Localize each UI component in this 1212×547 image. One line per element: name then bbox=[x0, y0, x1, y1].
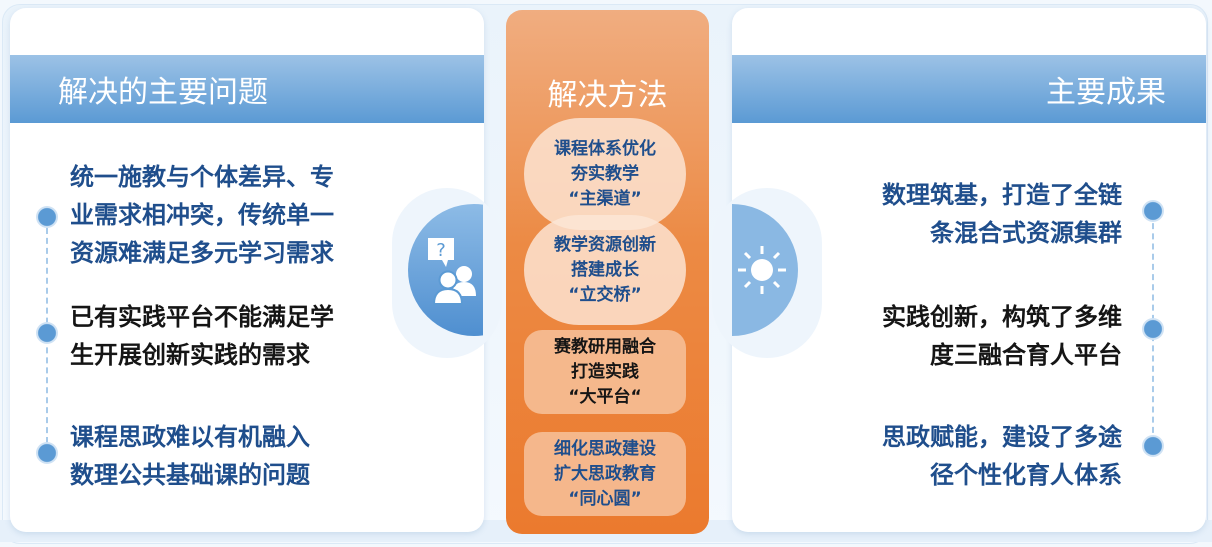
method-2-line-3: “立交桥” bbox=[568, 284, 642, 305]
methods-panel: 解决方法 课程体系优化 夯实教学 “主渠道” 教学资源创新 搭建成长 “立交桥”… bbox=[506, 10, 709, 534]
problem-1-line-1: 统一施教与个体差异、专 bbox=[70, 163, 334, 191]
method-1-line-3: “主渠道” bbox=[568, 188, 642, 209]
problem-item-1: 统一施教与个体差异、专 业需求相冲突，传统单一 资源难满足多元学习需求 bbox=[70, 158, 410, 272]
method-item-4: 细化思政建设 扩大思政教育 “同心圆” bbox=[524, 432, 686, 516]
problems-title: 解决的主要问题 bbox=[58, 75, 268, 110]
problem-item-3: 课程思政难以有机融入 数理公共基础课的问题 bbox=[70, 418, 410, 494]
problem-2-line-1: 已有实践平台不能满足学 bbox=[70, 303, 334, 331]
method-2-line-1: 教学资源创新 bbox=[554, 234, 656, 255]
problem-item-2: 已有实践平台不能满足学 生开展创新实践的需求 bbox=[70, 298, 410, 374]
method-item-3: 赛教研用融合 打造实践 “大平台“ bbox=[524, 330, 686, 414]
timeline-dot bbox=[36, 442, 58, 464]
results-title: 主要成果 bbox=[1046, 75, 1166, 110]
problems-badge: ? bbox=[408, 204, 483, 336]
problem-3-line-1: 课程思政难以有机融入 bbox=[70, 423, 310, 451]
result-1-line-2: 条混合式资源集群 bbox=[930, 219, 1122, 247]
results-header: 主要成果 bbox=[732, 55, 1206, 123]
method-2-line-2: 搭建成长 bbox=[571, 259, 639, 280]
svg-text:?: ? bbox=[436, 240, 446, 261]
problem-1-line-2: 业需求相冲突，传统单一 bbox=[70, 201, 334, 229]
result-1-line-1: 数理筑基，打造了全链 bbox=[882, 181, 1122, 209]
method-4-line-2: 扩大思政教育 bbox=[554, 463, 656, 484]
result-3-line-2: 径个性化育人体系 bbox=[930, 461, 1122, 489]
methods-title: 解决方法 bbox=[547, 78, 668, 113]
problem-1-line-3: 资源难满足多元学习需求 bbox=[70, 239, 334, 267]
question-people-icon: ? bbox=[428, 238, 476, 305]
method-1-line-1: 课程体系优化 bbox=[554, 138, 656, 159]
result-3-line-1: 思政赋能，建设了多途 bbox=[882, 423, 1122, 451]
timeline-dot bbox=[1142, 318, 1164, 340]
problems-header: 解决的主要问题 bbox=[10, 55, 484, 123]
method-3-line-1: 赛教研用融合 bbox=[554, 336, 656, 357]
results-badge bbox=[732, 204, 807, 336]
result-2-line-1: 实践创新，构筑了多维 bbox=[882, 303, 1122, 331]
method-4-line-1: 细化思政建设 bbox=[554, 438, 656, 459]
method-item-2: 教学资源创新 搭建成长 “立交桥” bbox=[524, 215, 686, 325]
method-item-1: 课程体系优化 夯实教学 “主渠道” bbox=[524, 118, 686, 230]
timeline-dot bbox=[1142, 200, 1164, 222]
method-3-line-3: “大平台“ bbox=[568, 386, 642, 407]
method-3-line-2: 打造实践 bbox=[571, 361, 639, 382]
result-2-line-2: 度三融合育人平台 bbox=[930, 341, 1122, 369]
sun-icon bbox=[738, 246, 786, 294]
timeline-dot bbox=[36, 206, 58, 228]
timeline-dot bbox=[1142, 435, 1164, 457]
method-1-line-2: 夯实教学 bbox=[571, 163, 639, 184]
timeline-dot bbox=[36, 322, 58, 344]
method-4-line-3: “同心圆” bbox=[568, 488, 642, 509]
result-item-1: 数理筑基，打造了全链 条混合式资源集群 bbox=[782, 176, 1122, 252]
result-item-3: 思政赋能，建设了多途 径个性化育人体系 bbox=[782, 418, 1122, 494]
problem-2-line-2: 生开展创新实践的需求 bbox=[70, 341, 310, 369]
result-item-2: 实践创新，构筑了多维 度三融合育人平台 bbox=[782, 298, 1122, 374]
problem-3-line-2: 数理公共基础课的问题 bbox=[70, 461, 310, 489]
